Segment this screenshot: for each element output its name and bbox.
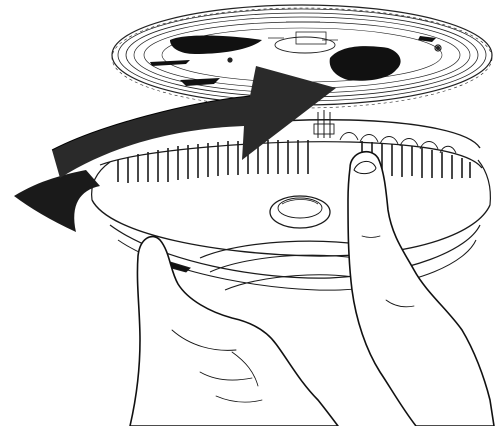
bracket-tabs: [150, 35, 436, 86]
rotation-arrow-icon: [14, 66, 336, 232]
hand-icon: [129, 150, 495, 426]
